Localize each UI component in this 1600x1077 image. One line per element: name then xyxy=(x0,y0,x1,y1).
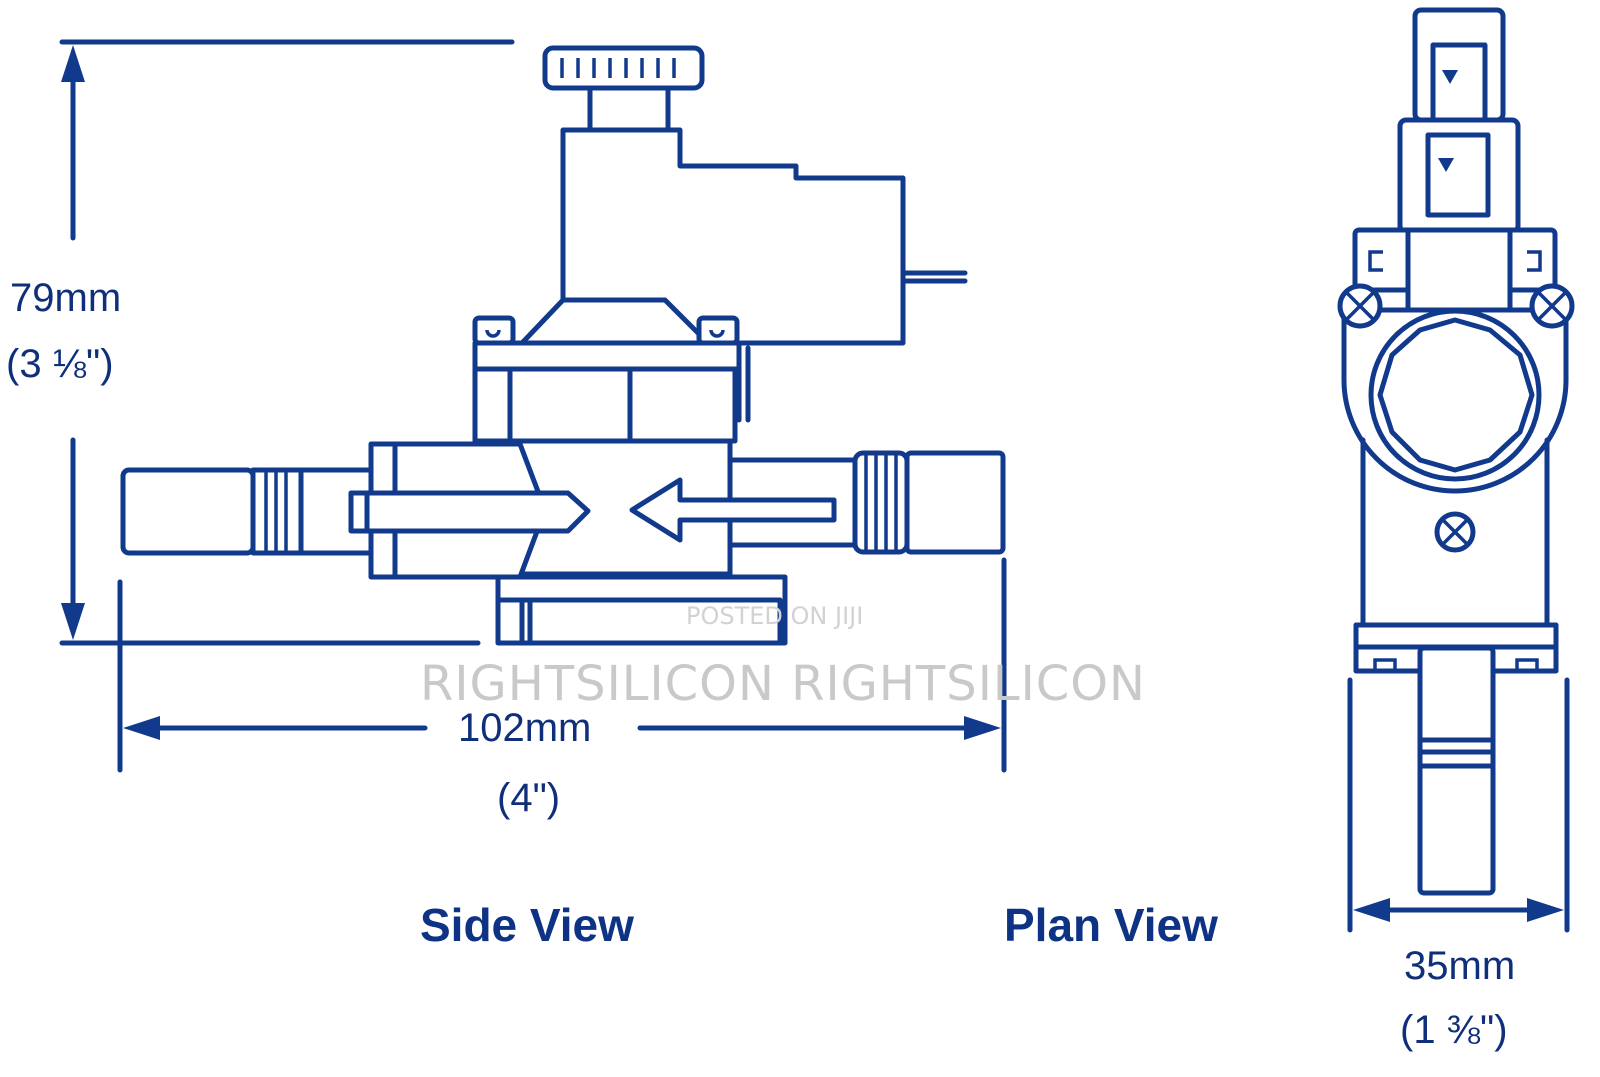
width-mm-label: 102mm xyxy=(458,706,592,750)
brand-watermark: RIGHTSILICON RIGHTSILICON xyxy=(420,656,1146,712)
width-in-label: (4") xyxy=(497,776,561,820)
side-view-valve xyxy=(120,45,1006,646)
depth-mm-label: 35mm xyxy=(1404,944,1516,988)
depth-in-label: (1 ⅜") xyxy=(1400,1008,1508,1052)
height-mm-label: 79mm xyxy=(10,276,122,320)
height-in-label: (3 ⅛") xyxy=(6,342,114,386)
side-view-title: Side View xyxy=(420,899,634,951)
width-dimension xyxy=(117,557,1007,773)
plan-view-title: Plan View xyxy=(1004,899,1218,951)
posted-watermark: POSTED ON JIJI xyxy=(686,602,864,630)
depth-dimension xyxy=(1347,677,1570,933)
plan-view-valve xyxy=(1337,7,1575,896)
height-dimension xyxy=(59,39,515,646)
